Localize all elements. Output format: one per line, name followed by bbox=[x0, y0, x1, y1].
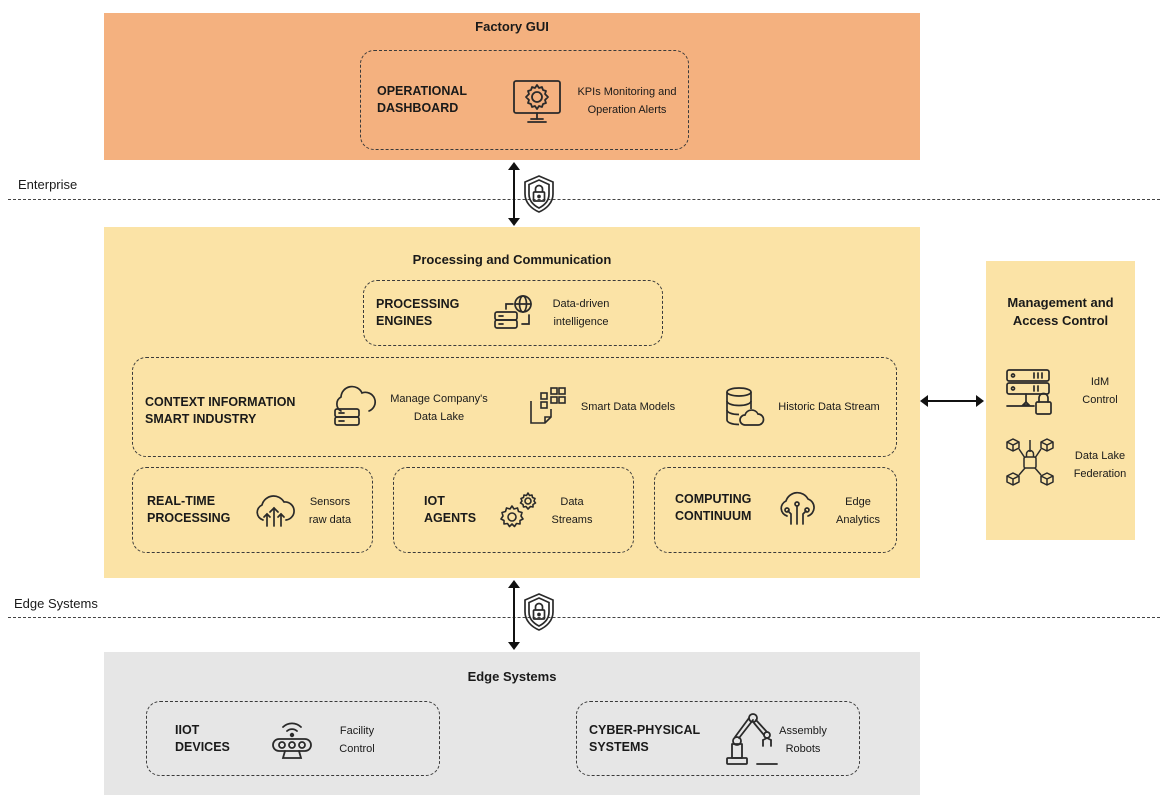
server-lock-icon bbox=[1004, 367, 1056, 417]
edge-systems-layer: Edge Systems IIOT DEVICES Facility Contr… bbox=[104, 652, 920, 795]
realtime-processing-description: Sensors raw data bbox=[308, 496, 352, 526]
robot-arm-icon bbox=[723, 710, 779, 768]
cyber-physical-description: Assembly Robots bbox=[779, 725, 827, 755]
processing-engines-box: PROCESSING ENGINES Data-driven intellige… bbox=[363, 280, 663, 346]
context-item-data-lake: Manage Company's Data Lake bbox=[390, 393, 488, 423]
realtime-processing-label: REAL-TIME PROCESSING bbox=[147, 494, 231, 525]
cloud-upload-icon bbox=[253, 492, 295, 530]
iiot-devices-description: Facility Control bbox=[339, 725, 375, 755]
shield-lock-icon bbox=[522, 592, 556, 632]
iot-agents-box: IOT AGENTS Data Streams bbox=[393, 467, 634, 553]
processing-title: Processing and Communication bbox=[412, 252, 612, 267]
processing-engines-label: PROCESSING ENGINES bbox=[376, 297, 460, 328]
gears-icon bbox=[498, 490, 540, 532]
zone-label-enterprise: Enterprise bbox=[18, 177, 78, 192]
data-lake-federation-label: Data Lake Federation bbox=[1073, 450, 1127, 480]
context-item-data-models: Smart Data Models bbox=[580, 401, 676, 413]
dashboard-description: KPIs Monitoring and Operation Alerts bbox=[577, 86, 677, 116]
dashboard-label: OPERATIONAL DASHBOARD bbox=[377, 84, 468, 115]
enterprise-separator bbox=[8, 199, 1160, 200]
context-information-box: CONTEXT INFORMATION SMART INDUSTRY Manag… bbox=[132, 357, 897, 457]
data-models-icon bbox=[525, 385, 567, 427]
cyber-physical-label: CYBER-PHYSICAL SYSTEMS bbox=[589, 723, 701, 754]
computing-continuum-description: Edge Analytics bbox=[835, 496, 881, 526]
cloud-server-icon bbox=[331, 385, 377, 429]
monitor-gear-icon bbox=[511, 78, 563, 126]
operational-dashboard-box: OPERATIONAL DASHBOARD KPIs Monitoring an… bbox=[360, 50, 689, 150]
horizontal-double-arrow bbox=[918, 393, 986, 409]
computing-continuum-box: COMPUTING CONTINUUM Edge Analytics bbox=[654, 467, 897, 553]
server-globe-icon bbox=[492, 293, 538, 333]
cloud-circuit-icon bbox=[777, 490, 817, 530]
wireless-device-icon bbox=[269, 718, 315, 762]
iiot-devices-label: IIOT DEVICES bbox=[175, 723, 230, 754]
realtime-processing-box: REAL-TIME PROCESSING Sensors raw data bbox=[132, 467, 373, 553]
vertical-double-arrow bbox=[505, 160, 523, 228]
idm-control-label: IdM Control bbox=[1082, 376, 1118, 406]
management-layer: Management and Access Control IdM Contro… bbox=[986, 261, 1135, 540]
computing-continuum-label: COMPUTING CONTINUUM bbox=[675, 492, 752, 523]
factory-gui-layer: Factory GUI OPERATIONAL DASHBOARD KPIs M… bbox=[104, 13, 920, 160]
shield-lock-icon bbox=[522, 174, 556, 214]
cubes-network-lock-icon bbox=[1004, 436, 1056, 488]
cyber-physical-systems-box: CYBER-PHYSICAL SYSTEMS Assembly Robots bbox=[576, 701, 860, 776]
context-information-label: CONTEXT INFORMATION SMART INDUSTRY bbox=[145, 395, 296, 426]
edge-systems-title: Edge Systems bbox=[467, 669, 557, 684]
factory-gui-title: Factory GUI bbox=[475, 19, 549, 34]
processing-layer: Processing and Communication PROCESSING … bbox=[104, 227, 920, 578]
context-item-historic-stream: Historic Data Stream bbox=[778, 401, 880, 413]
iiot-devices-box: IIOT DEVICES Facility Control bbox=[146, 701, 440, 776]
database-cloud-icon bbox=[723, 385, 765, 429]
iot-agents-description: Data Streams bbox=[551, 496, 593, 526]
processing-engines-description: Data-driven intelligence bbox=[552, 298, 610, 328]
zone-label-edge: Edge Systems bbox=[14, 596, 98, 611]
iot-agents-label: IOT AGENTS bbox=[424, 494, 477, 525]
edge-separator bbox=[8, 617, 1160, 618]
management-title: Management and Access Control bbox=[1007, 295, 1114, 328]
vertical-double-arrow-lower bbox=[505, 578, 523, 652]
